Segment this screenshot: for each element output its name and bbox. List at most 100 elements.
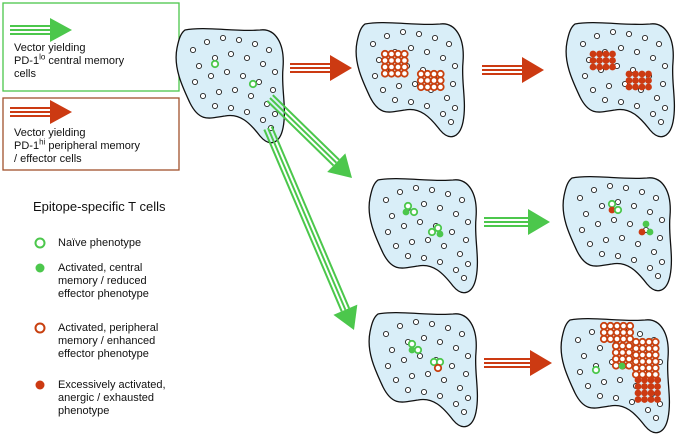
marker-ring (651, 344, 660, 353)
tissue-panel-red-1 (355, 21, 466, 138)
marker-dot (641, 396, 648, 403)
marker-ring (380, 56, 390, 65)
marker-ring (599, 328, 609, 337)
tissue-cell (589, 86, 597, 94)
tissue-cell (392, 376, 400, 384)
marker-dot (646, 228, 654, 236)
tissue-cell (439, 54, 447, 62)
key-red-label: Vector yielding PD-1hi peripheral memory… (14, 127, 174, 166)
marker-ring (380, 69, 390, 78)
marker-ring (400, 56, 409, 65)
tissue-cell (379, 86, 387, 94)
marker-dot (638, 70, 646, 78)
tissue-cell (582, 210, 590, 218)
marker-ring (387, 56, 396, 65)
marker-ring (631, 363, 641, 373)
tissue-cell (590, 186, 598, 194)
tissue-cell (579, 40, 587, 48)
marker-ring (591, 365, 601, 375)
arrow-shaft (269, 97, 337, 164)
marker-ring (618, 341, 627, 351)
tissue-panel-start (175, 27, 286, 144)
tissue-cell (211, 54, 219, 62)
marker-ring (393, 49, 403, 59)
tissue-cell (369, 40, 377, 48)
tissue-cell (411, 80, 419, 88)
marker-ring (429, 82, 439, 92)
key-box-red-border (2, 97, 180, 171)
arrow-start-to-green1 (266, 94, 352, 178)
tissue-cell (239, 72, 247, 80)
marker-ring (651, 350, 660, 360)
marker-dot (609, 57, 616, 64)
marker-dot (642, 220, 650, 228)
key-red-line3: / effector cells (14, 153, 82, 165)
marker-dot (602, 63, 610, 71)
marker-ring (611, 361, 621, 370)
marker-dot (589, 57, 597, 64)
marker-dot (654, 376, 661, 384)
tissue-cell (618, 234, 626, 242)
tissue-cell (598, 250, 606, 258)
tissue-cell (227, 104, 235, 112)
arrow-red1-to-red2 (482, 57, 544, 83)
tissue-cell (598, 202, 606, 210)
key-box-green-border (2, 2, 180, 92)
marker-dot (625, 70, 633, 78)
legend-red-dot-icon (35, 380, 45, 390)
key-red-pd1: PD-1 (14, 140, 40, 152)
tissue-cell (400, 356, 408, 364)
marker-ring (644, 357, 654, 366)
tissue-cell (584, 382, 592, 390)
tissue-cell (451, 62, 459, 70)
tissue-cell (460, 408, 468, 416)
tissue-cell (420, 200, 428, 208)
tissue-cell (384, 228, 392, 236)
key-green-pd1-rest: central memory (48, 55, 125, 67)
tissue-cell (416, 352, 424, 360)
tissue-cell (408, 372, 416, 380)
arrow-shaft (263, 129, 343, 312)
tissue-cell (445, 40, 453, 48)
marker-ring (619, 321, 628, 331)
tissue-cell (593, 32, 601, 40)
tissue-outline (368, 311, 479, 428)
tissue-cell (617, 98, 625, 106)
tissue-cell (646, 264, 654, 272)
tissue-cell (654, 272, 662, 280)
legend-symbols (34, 237, 46, 390)
legend-item-naive-line1: Naïve phenotype (58, 237, 142, 249)
marker-ring (624, 361, 634, 370)
marker-dot (634, 376, 642, 384)
key-red-line2: PD-1hi peripheral memory (14, 138, 174, 153)
tissue-panel-red-2 (565, 21, 676, 138)
tissue-cell (219, 34, 227, 42)
tissue-cell (424, 236, 432, 244)
marker-ring (612, 334, 622, 344)
tissue-cell (243, 108, 251, 116)
marker-dot (602, 50, 610, 58)
marker-ring (625, 321, 635, 331)
legend-red-ring-icon (34, 322, 46, 334)
tissue-cell (215, 88, 223, 96)
tissue-cell (388, 346, 396, 354)
tissue-cell (428, 186, 436, 194)
tissue-cell (259, 60, 267, 68)
marker-ring (644, 350, 654, 360)
tissue-cell (634, 240, 642, 248)
tissue-cell (600, 378, 608, 386)
tissue-cell (614, 198, 622, 206)
marker-ring (436, 76, 445, 85)
tissue-cell (247, 92, 255, 100)
tissue-cell (458, 196, 466, 204)
tissue-cell (412, 184, 420, 192)
marker-ring (651, 337, 660, 347)
marker-dot (596, 63, 603, 71)
tissue-cell (586, 240, 594, 248)
marker-ring (638, 357, 647, 366)
key-green-line3: cells (14, 68, 37, 80)
key-green-label: Vector yielding PD-1lo central memory ce… (14, 42, 174, 81)
marker-ring (651, 363, 660, 373)
marker-ring (436, 82, 445, 92)
tissue-cell (412, 318, 420, 326)
